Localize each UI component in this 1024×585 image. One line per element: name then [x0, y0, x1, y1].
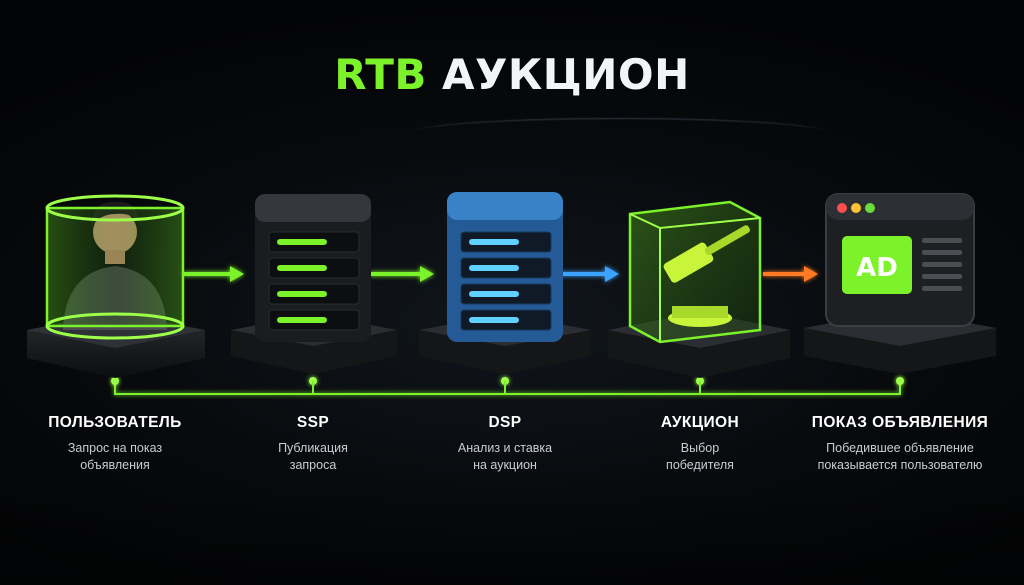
- gavel-icon: [608, 200, 790, 378]
- step-label-dsp: DSP: [488, 414, 522, 431]
- step-desc-user: Запрос на показ объявления: [67, 441, 163, 472]
- floor-shadow: [0, 480, 1024, 585]
- step-desc-ad: Победившее объявление показывается польз…: [817, 441, 983, 472]
- server-icon: [419, 192, 591, 374]
- step-label-ad: ПОКАЗ ОБЪЯВЛЕНИЯ: [811, 414, 989, 431]
- step-desc-dsp: Анализ и ставка на аукцион: [457, 441, 553, 472]
- step-ad-graphic: AD: [800, 180, 1000, 395]
- server-icon: [231, 194, 397, 374]
- ad-badge: AD: [856, 253, 898, 283]
- user-icon: [27, 194, 205, 378]
- page-title: RTB АУКЦИОН: [0, 50, 1024, 99]
- step-user-graphic: [15, 180, 215, 395]
- ad-window-icon: AD: [804, 193, 996, 374]
- step-desc-auction: Выбор победителя: [666, 441, 734, 472]
- title-accent: RTB: [334, 50, 427, 99]
- step-dsp-graphic: [405, 180, 605, 395]
- step-auction-graphic: [600, 180, 800, 395]
- title-rest: АУКЦИОН: [442, 50, 690, 99]
- step-label-auction: АУКЦИОН: [660, 414, 740, 431]
- step-label-ssp: SSP: [296, 414, 330, 431]
- step-desc-ssp: Публикация запроса: [278, 441, 348, 472]
- decorative-arc: [410, 118, 830, 149]
- step-label-user: ПОЛЬЗОВАТЕЛЬ: [48, 414, 182, 431]
- step-ssp-graphic: [213, 180, 413, 395]
